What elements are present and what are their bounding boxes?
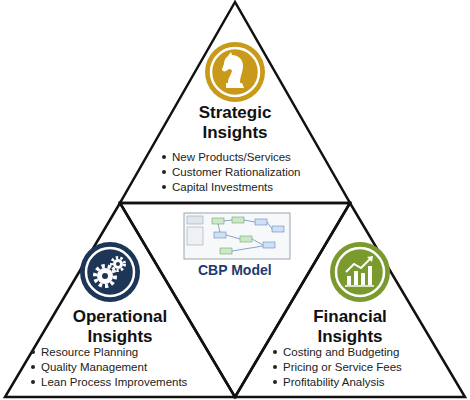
chart-icon [330, 242, 390, 302]
bullet-item: New Products/Services [172, 150, 291, 164]
model-label: CBP Model [198, 261, 272, 279]
bullet-dot [273, 365, 277, 369]
knight-icon [205, 42, 265, 102]
bullet-dot [162, 170, 166, 174]
bullet-dot [162, 185, 166, 189]
triangle-edge [235, 203, 465, 397]
bullet-dot [31, 350, 35, 354]
bullet-item: Pricing or Service Fees [283, 360, 402, 374]
insight-heading: Financial Insights [288, 307, 412, 347]
bullet-item: Profitability Analysis [283, 375, 385, 389]
bullet-dot [273, 350, 277, 354]
operational-triangle: Operational InsightsResource PlanningQua… [5, 203, 235, 397]
model-screenshot [184, 213, 290, 259]
bullet-item: Lean Process Improvements [41, 375, 187, 389]
bullet-item: Customer Rationalization [172, 165, 300, 179]
gears-icon [80, 242, 140, 302]
bullet-dot [273, 380, 277, 384]
insight-heading: Operational Insights [58, 307, 182, 347]
financial-triangle: Financial InsightsCosting and BudgetingP… [235, 203, 465, 397]
bullet-dot [31, 380, 35, 384]
bullet-item: Costing and Budgeting [283, 345, 399, 359]
insight-heading: Strategic Insights [173, 103, 297, 143]
bullet-item: Resource Planning [41, 345, 138, 359]
triangle-edge [5, 203, 235, 397]
bullet-item: Capital Investments [172, 180, 273, 194]
bullet-item: Quality Management [41, 360, 147, 374]
strategic-triangle: Strategic InsightsNew Products/ServicesC… [120, 2, 350, 203]
triangle-edge [120, 2, 350, 203]
bullet-dot [31, 365, 35, 369]
bullet-dot [162, 155, 166, 159]
